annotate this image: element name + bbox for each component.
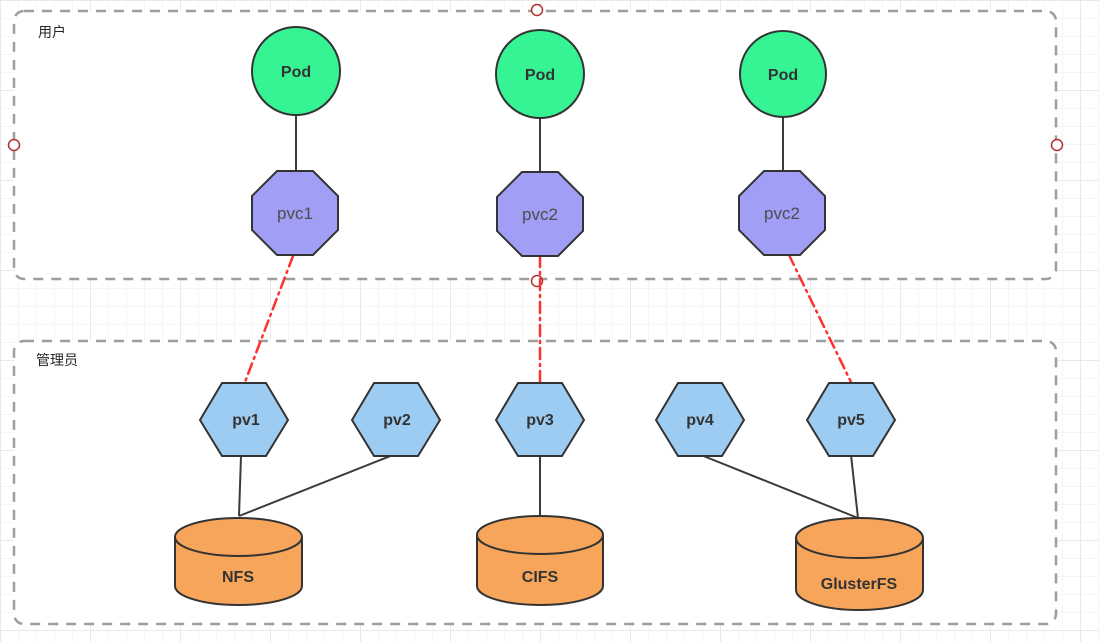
pv-3-label: pv3 — [526, 412, 554, 429]
pv-1-label: pv1 — [232, 412, 260, 429]
pv-4-label: pv4 — [686, 412, 714, 429]
cifs-label: CIFS — [522, 569, 559, 586]
node-pv-2[interactable]: pv2 — [350, 382, 442, 457]
pvc-octagon — [738, 170, 826, 256]
pv-5-label: pv5 — [837, 412, 865, 429]
pvc-octagon — [251, 170, 339, 256]
connection-point-marker-left — [7, 138, 21, 152]
pod-3-label: Pod — [768, 67, 798, 84]
edge-pv1-nfs[interactable] — [238, 455, 242, 517]
glusterfs-label: GlusterFS — [821, 576, 898, 593]
node-storage-nfs[interactable]: NFS — [174, 517, 303, 606]
pvc-2-label: pvc2 — [522, 205, 558, 224]
edge-pvc3-pv5[interactable] — [787, 253, 853, 384]
pod-circle — [495, 29, 585, 119]
pod-circle — [251, 26, 341, 116]
pv-hexagon — [494, 382, 586, 457]
storage-cylinder-top — [174, 517, 303, 557]
node-pod-1[interactable]: Pod — [251, 26, 341, 116]
node-storage-cifs[interactable]: CIFS — [476, 515, 604, 606]
edge-pv5-glusterfs[interactable] — [850, 454, 859, 519]
storage-cylinder-top — [476, 515, 604, 555]
node-pvc-1[interactable]: pvc1 — [251, 170, 339, 256]
pv-hexagon — [198, 382, 290, 457]
pod-2-label: Pod — [525, 67, 555, 84]
pod-1-label: Pod — [281, 64, 311, 81]
node-pvc-3[interactable]: pvc2 — [738, 170, 826, 256]
storage-cylinder-top — [795, 517, 924, 559]
node-pvc-2[interactable]: pvc2 — [496, 171, 584, 257]
connection-point-marker-top — [530, 3, 544, 17]
node-pv-3[interactable]: pv3 — [494, 382, 586, 457]
pv-hexagon — [654, 382, 746, 457]
pvc-3-label: pvc2 — [764, 204, 800, 223]
node-pv-5[interactable]: pv5 — [805, 382, 897, 457]
node-pod-3[interactable]: Pod — [739, 30, 827, 118]
node-pod-2[interactable]: Pod — [495, 29, 585, 119]
edge-pvc1-pv1[interactable] — [243, 254, 295, 384]
pod-circle — [739, 30, 827, 118]
pvc-octagon — [496, 171, 584, 257]
pvc-1-label: pvc1 — [277, 204, 313, 223]
node-pv-4[interactable]: pv4 — [654, 382, 746, 457]
pv-hexagon — [805, 382, 897, 457]
edge-pv2-nfs[interactable] — [238, 454, 394, 517]
group-admins-label: 管理员 — [36, 352, 78, 368]
connection-point-marker-right — [1050, 138, 1064, 152]
node-pv-1[interactable]: pv1 — [198, 382, 290, 457]
nfs-label: NFS — [222, 569, 254, 586]
node-storage-glusterfs[interactable]: GlusterFS — [795, 517, 924, 611]
pv-2-label: pv2 — [383, 412, 411, 429]
pv-hexagon — [350, 382, 442, 457]
group-users-label: 用户 — [38, 24, 66, 40]
edge-pv4-glusterfs[interactable] — [700, 454, 859, 519]
